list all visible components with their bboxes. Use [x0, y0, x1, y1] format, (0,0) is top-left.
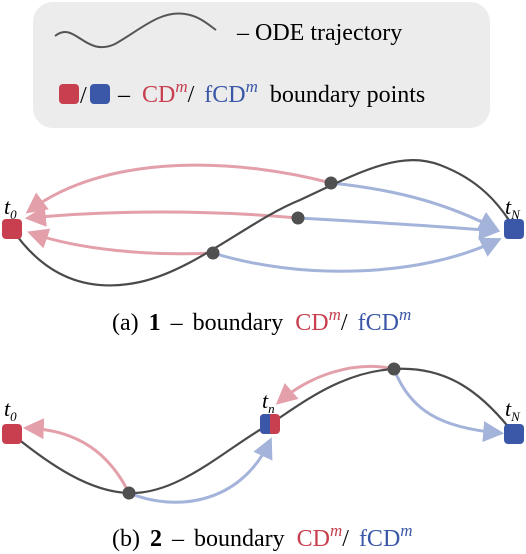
panel-b-mid-point-blue-fill	[266, 414, 270, 434]
panel-b-arrow-blue-2	[392, 368, 505, 443]
panel-a-arrow-red-2	[24, 205, 299, 227]
legend-boundary-points: boundary points	[270, 82, 425, 108]
panel-a-t0-t: t	[4, 194, 11, 219]
panel-a-caption-dash: –	[170, 310, 184, 336]
panel-a-caption-prefix: (a)	[112, 310, 139, 336]
panel-a-caption-number: 1	[149, 310, 161, 336]
legend-boundary-text: – CDm/ fCDm boundary points	[117, 72, 425, 108]
legend-red-square	[59, 84, 79, 104]
panel-a-arrow-red-1	[25, 163, 332, 214]
panel-b-caption-slash: /	[342, 526, 349, 552]
legend-cd: CD	[142, 82, 175, 108]
panel-a-start-point	[2, 219, 22, 239]
panel-a-t0-sub: 0	[10, 207, 17, 222]
panel-b-tN-t: t	[505, 396, 512, 421]
legend-fcd: fCD	[204, 82, 245, 108]
panel-b-caption-cd: CD	[297, 526, 330, 552]
panel-a-caption: (a) 1 – boundary CDm/ fCDm	[112, 305, 411, 336]
panel-b-caption-fcd: fCD	[359, 526, 400, 552]
panel-a-node-1	[324, 176, 338, 190]
panel-a-caption-fcd: fCD	[358, 310, 399, 336]
panel-b-end-point	[504, 424, 524, 444]
legend-background	[33, 2, 490, 128]
panel-b-t0-sub: 0	[10, 409, 17, 424]
panel-a-t0-label: t0	[4, 194, 17, 222]
panel-b-caption: (b) 2 – boundary CDm/ fCDm	[112, 521, 413, 552]
legend-trajectory-sample	[54, 12, 217, 49]
panel-b-arrow-red-1	[22, 418, 131, 494]
legend-cd-sup: m	[175, 77, 187, 96]
legend-dash: –	[117, 82, 131, 108]
panel-a-tN-t: t	[505, 194, 512, 219]
panel-b-caption-prefix: (b)	[112, 526, 140, 552]
panel-b-tN-sub: N	[510, 409, 521, 424]
panel-b-node-1	[122, 486, 136, 500]
panel-a-caption-cd-sup: m	[329, 305, 341, 324]
panel-a-arrow-red-3	[27, 228, 214, 256]
panel-a-caption-slash: /	[341, 310, 348, 336]
panel-b-tn-sub: n	[268, 401, 275, 416]
panel-a-tN-sub: N	[510, 207, 521, 222]
panel-b-t0-label: t0	[4, 396, 17, 424]
panel-b-caption-fcd-sup: m	[400, 521, 412, 540]
legend-blue-square	[90, 84, 110, 104]
panel-b-caption-dash: –	[171, 526, 185, 552]
panel-a-node-3	[206, 246, 220, 260]
panel-b-mid-point	[260, 414, 280, 434]
panel-b: t0 tn tN (b) 2 – boundary CDm/ fCDm	[2, 362, 524, 552]
panel-a-node-2	[291, 211, 305, 225]
panel-a-arrow-blue-2	[297, 216, 501, 240]
legend-slash: /	[188, 82, 195, 108]
panel-a-trajectory	[11, 159, 515, 287]
legend-trajectory-text: – ODE trajectory	[236, 20, 402, 46]
panel-a-tN-label: tN	[505, 194, 521, 222]
legend: – ODE trajectory / – CDm/ fCDm boundary …	[33, 2, 490, 128]
panel-a-caption-cd: CD	[295, 310, 328, 336]
legend-square-separator: /	[80, 83, 87, 109]
panel-a-caption-fcd-sup: m	[399, 305, 411, 324]
panel-b-tn-t: t	[262, 388, 269, 413]
panel-b-tn-label: tn	[262, 388, 275, 416]
panel-b-tN-label: tN	[505, 396, 521, 424]
panel-b-node-2	[387, 362, 401, 376]
legend-fcd-sup: m	[246, 77, 258, 96]
panel-b-t0-t: t	[4, 396, 11, 421]
panel-b-caption-cd-sup: m	[330, 521, 342, 540]
panel-b-arrow-blue-1	[128, 437, 273, 504]
panel-b-arrow-red-2	[275, 364, 395, 405]
panel-a-caption-word: boundary	[193, 310, 284, 336]
panel-b-caption-word: boundary	[194, 526, 285, 552]
panel-a-end-point	[504, 219, 524, 239]
panel-b-start-point	[2, 424, 22, 444]
panel-a-arrow-blue-3	[212, 237, 502, 273]
panel-b-caption-number: 2	[150, 526, 162, 552]
panel-a: t0 tN (a) 1 – boundary CDm/ fCDm	[2, 159, 524, 336]
